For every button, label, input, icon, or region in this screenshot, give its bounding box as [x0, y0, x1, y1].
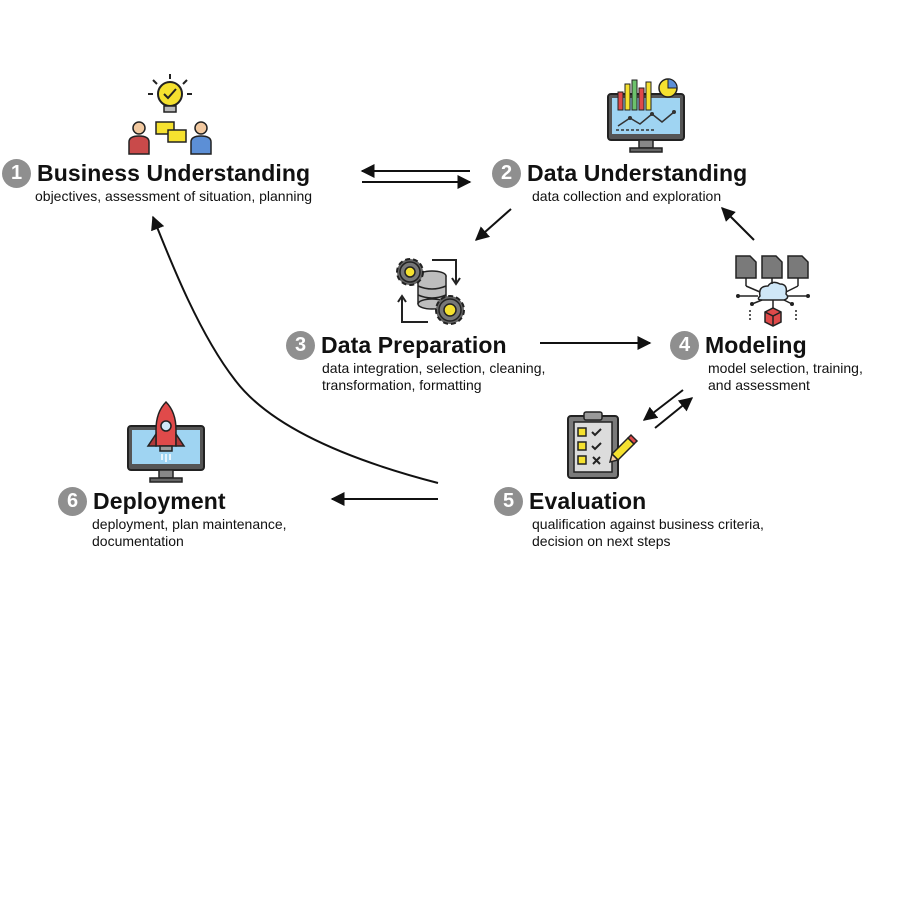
step-description-line: deployment, plan maintenance,	[92, 516, 287, 532]
step-number-badge: 5	[494, 486, 523, 516]
modeling-icon	[735, 255, 810, 327]
step-data-preparation: 3 Data Preparation data integration, sel…	[286, 330, 545, 394]
arrow-5-to-1	[151, 215, 439, 484]
step-description: objectives, assessment of situation, pla…	[2, 188, 312, 205]
arrow-2-to-3	[474, 208, 512, 241]
step-description-line: and assessment	[708, 377, 810, 393]
step-description: data integration, selection, cleaning, t…	[286, 360, 545, 394]
arrow-4-to-2	[721, 207, 755, 241]
step-description-line: qualification against business criteria,	[532, 516, 764, 532]
business-understanding-icon	[128, 74, 212, 155]
step-business-understanding: 1 Business Understanding objectives, ass…	[2, 158, 312, 205]
step-title: Data Understanding	[527, 159, 748, 186]
arrow-4-to-5	[642, 389, 684, 421]
evaluation-icon	[567, 411, 639, 479]
step-description: qualification against business criteria,…	[494, 516, 764, 550]
step-description-line: objectives, assessment of situation, pla…	[35, 188, 313, 204]
step-number-badge: 4	[670, 330, 699, 360]
step-description-line: data collection and exploration	[532, 188, 722, 204]
step-data-understanding: 2 Data Understanding data collection and…	[492, 158, 747, 205]
step-description-line: transformation, formatting	[322, 377, 482, 393]
deployment-icon	[127, 400, 205, 483]
step-description-line: model selection, training,	[708, 360, 863, 376]
step-title: Deployment	[93, 487, 226, 514]
step-evaluation: 5 Evaluation qualification against busin…	[494, 486, 764, 550]
data-understanding-icon	[607, 78, 685, 153]
step-description: data collection and exploration	[492, 188, 747, 205]
step-number-badge: 6	[58, 486, 87, 516]
data-preparation-icon	[396, 258, 465, 325]
step-title: Evaluation	[529, 487, 647, 514]
step-title: Data Preparation	[321, 331, 507, 358]
step-number-badge: 3	[286, 330, 315, 360]
step-number-badge: 2	[492, 158, 521, 188]
step-description-line: data integration, selection, cleaning,	[322, 360, 546, 376]
arrow-5-to-4	[654, 397, 694, 429]
step-title: Modeling	[705, 331, 807, 358]
step-title: Business Understanding	[37, 159, 311, 186]
step-description-line: decision on next steps	[532, 533, 671, 549]
step-modeling: 4 Modeling model selection, training, an…	[670, 330, 863, 394]
step-description: model selection, training, and assessmen…	[670, 360, 863, 394]
step-description-line: documentation	[92, 533, 184, 549]
step-deployment: 6 Deployment deployment, plan maintenanc…	[58, 486, 287, 550]
step-number-badge: 1	[2, 158, 31, 188]
step-description: deployment, plan maintenance, documentat…	[58, 516, 287, 550]
